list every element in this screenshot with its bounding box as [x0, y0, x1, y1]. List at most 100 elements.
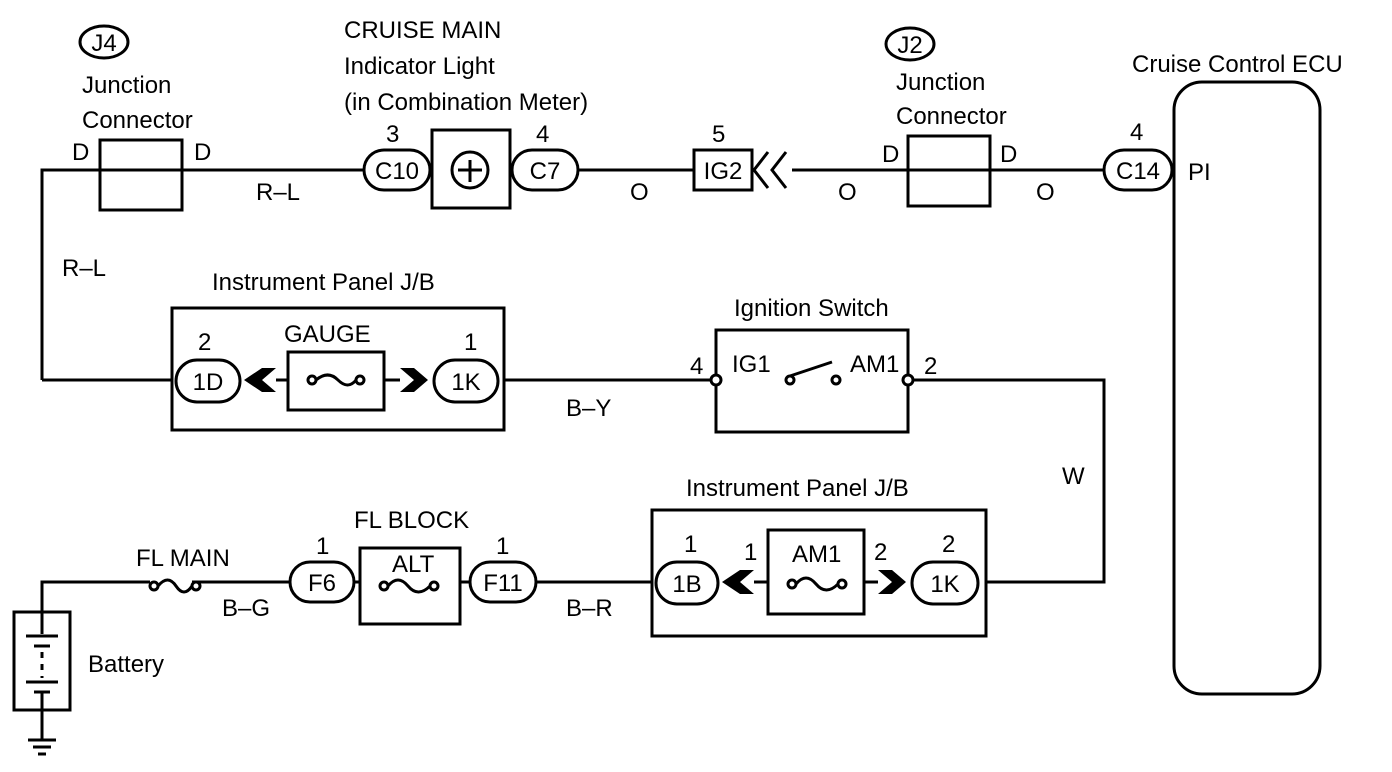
1k-arrow-icon	[400, 368, 428, 392]
cruise-main-title-1: CRUISE MAIN	[344, 17, 501, 44]
j2-title-2: Connector	[896, 103, 1007, 130]
1k-upper-label: 1K	[451, 369, 480, 396]
ignition-contact-left	[784, 374, 796, 386]
gauge-fuse-box	[286, 350, 386, 412]
ignition-contact-right	[830, 374, 842, 386]
wire-label-ig2-j2: O	[838, 179, 857, 206]
wire-label-switch-down: W	[1062, 463, 1085, 490]
wire-top-left	[40, 168, 364, 380]
wire-label-c7-ig2: O	[630, 179, 649, 206]
1k-lower-arrow-icon	[878, 570, 906, 594]
ip-jb-lower-right-pin: 2	[942, 531, 955, 558]
j4-title-2: Connector	[82, 107, 193, 134]
gauge-fuse-icon	[315, 373, 358, 387]
j4-badge	[78, 24, 130, 60]
am1-fuse-icon	[794, 576, 840, 592]
gauge-fuse-terminal-left	[306, 374, 318, 386]
j4-badge-label: J4	[91, 30, 116, 57]
ecu-title: Cruise Control ECU	[1132, 51, 1343, 78]
wire-ignition-to-lower-jb	[908, 378, 1106, 584]
1k-upper-connector	[432, 358, 500, 404]
ig2-label: IG2	[704, 158, 743, 185]
ig2-connector	[692, 148, 754, 192]
ignition-switch-title: Ignition Switch	[734, 295, 889, 322]
f11-connector	[468, 560, 538, 604]
ignition-terminal-left	[709, 373, 723, 387]
j2-left-pin: D	[882, 141, 899, 168]
am1-fuse-box	[766, 528, 866, 616]
ignition-am1-label: AM1	[850, 351, 899, 378]
j4-left-pin: D	[72, 139, 89, 166]
c7-label: C7	[530, 158, 561, 185]
f11-label: F11	[483, 570, 523, 597]
gauge-fuse-terminal-right	[354, 374, 366, 386]
ip-jb-upper-right-pin: 1	[464, 329, 477, 356]
wire-battery-to-fl-main	[40, 580, 150, 612]
c7-connector	[510, 148, 580, 192]
ig2-chevron-icon	[752, 151, 770, 189]
c14-connector	[1102, 148, 1174, 192]
j2-title-1: Junction	[896, 69, 985, 96]
am1-inner-right-pin: 2	[874, 539, 887, 566]
fl-main-terminal-right	[190, 580, 202, 592]
ignition-terminal-right	[901, 373, 915, 387]
alt-fuse-terminal-left	[378, 580, 390, 592]
j4-title-1: Junction	[82, 72, 171, 99]
wire-label-battery-fl: B–G	[222, 595, 270, 622]
j2-badge-label: J2	[897, 32, 922, 59]
j4-right-pin: D	[194, 139, 211, 166]
alt-fuse-icon	[386, 578, 432, 594]
c14-pin: 4	[1130, 119, 1143, 146]
ip-jb-lower-title: Instrument Panel J/B	[686, 475, 909, 502]
fl-main-fuse-icon	[156, 578, 194, 594]
ig2-pin: 5	[712, 121, 725, 148]
alt-fuse-label: ALT	[392, 551, 435, 578]
fl-main-terminal-left	[148, 580, 160, 592]
1b-arrow-icon	[722, 570, 754, 594]
am1-fuse-label: AM1	[792, 541, 841, 568]
ignition-right-pin: 2	[924, 353, 937, 380]
fl-main-label: FL MAIN	[136, 545, 230, 572]
1d-label: 1D	[193, 369, 224, 396]
f6-label: F6	[308, 570, 336, 597]
cruise-control-ecu	[1172, 80, 1322, 696]
fl-block-box	[358, 546, 462, 626]
c10-connector	[362, 148, 432, 192]
ecu-pin-name: PI	[1188, 159, 1211, 186]
f11-pin: 1	[496, 533, 509, 560]
gauge-fuse-label: GAUGE	[284, 321, 371, 348]
j2-badge	[884, 26, 936, 62]
ig2-chevron-icon-2	[770, 151, 788, 189]
cruise-main-title-2: Indicator Light	[344, 53, 495, 80]
ignition-left-pin: 4	[690, 353, 703, 380]
wire-label-alt-am1: B–R	[566, 595, 613, 622]
ignition-ig1-label: IG1	[732, 351, 771, 378]
j4-connector-box	[98, 138, 184, 212]
ip-jb-upper-left-pin: 2	[198, 329, 211, 356]
wire-label-top-left: R–L	[256, 179, 300, 206]
c10-label: C10	[375, 158, 419, 185]
f6-connector	[288, 560, 356, 604]
c14-label: C14	[1116, 158, 1160, 185]
cruise-main-title-3: (in Combination Meter)	[344, 89, 588, 116]
ignition-switch-blade-icon	[789, 360, 833, 378]
wire-label-gauge-switch: B–Y	[566, 395, 611, 422]
fl-block-title: FL BLOCK	[354, 507, 469, 534]
1d-connector	[174, 358, 242, 404]
lamp-icon	[450, 150, 490, 190]
alt-fuse-terminal-right	[428, 580, 440, 592]
f6-pin: 1	[316, 533, 329, 560]
1k-lower-connector	[910, 560, 980, 606]
am1-fuse-terminal-right	[836, 578, 848, 590]
j2-right-pin: D	[1000, 141, 1017, 168]
1k-lower-label: 1K	[930, 571, 959, 598]
1b-label: 1B	[672, 571, 701, 598]
ip-jb-upper-title: Instrument Panel J/B	[212, 269, 435, 296]
wire-label-j2-c14: O	[1036, 179, 1055, 206]
1b-connector	[654, 560, 720, 606]
wire-label-left-vertical: R–L	[62, 255, 106, 282]
1d-arrow-icon	[244, 368, 276, 392]
am1-fuse-terminal-left	[786, 578, 798, 590]
c10-pin: 3	[386, 121, 399, 148]
